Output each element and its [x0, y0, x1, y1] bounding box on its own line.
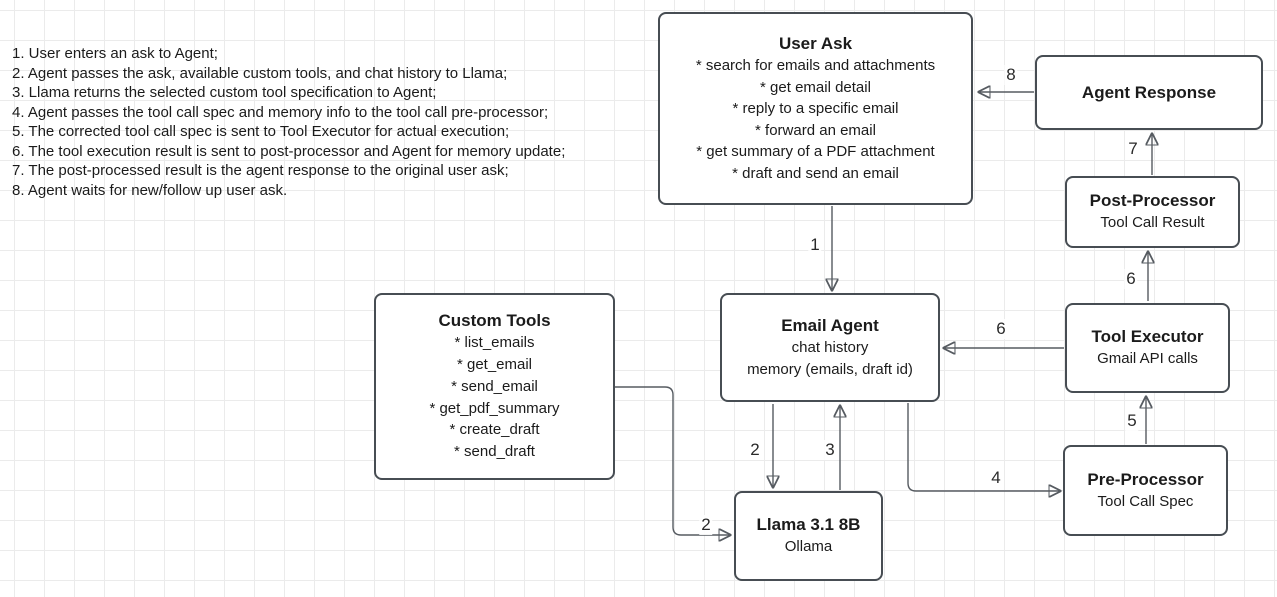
edge-label-3: 3 — [823, 440, 837, 460]
user-ask-item: * reply to a specific email — [732, 100, 899, 117]
node-title: Post-Processor — [1089, 191, 1216, 211]
edge-label-7: 7 — [1126, 139, 1140, 159]
edge-label-2-tools-llama: 2 — [699, 515, 713, 535]
custom-tools-item: * send_draft — [454, 442, 535, 460]
note-line-2: 2. Agent passes the ask, available custo… — [12, 64, 508, 82]
node-pre-processor[interactable]: Pre-Processor Tool Call Spec — [1063, 445, 1228, 536]
node-agent-response[interactable]: Agent Response — [1035, 55, 1263, 130]
custom-tools-item: * get_pdf_summary — [429, 399, 560, 417]
custom-tools-item: * send_email — [451, 377, 538, 395]
node-subtitle: Gmail API calls — [1097, 350, 1198, 368]
node-subtitle: Tool Call Spec — [1097, 492, 1194, 510]
node-llama[interactable]: Llama 3.1 8B Ollama — [734, 491, 883, 581]
edge-label-1: 1 — [808, 235, 822, 255]
node-email-agent[interactable]: Email Agent chat history memory (emails,… — [720, 293, 940, 402]
note-line-5: 5. The corrected tool call spec is sent … — [12, 123, 510, 140]
custom-tools-item: * list_emails — [454, 334, 535, 352]
node-subtitle: Tool Call Result — [1100, 214, 1205, 232]
node-subtitle: Ollama — [784, 538, 833, 556]
node-tool-executor[interactable]: Tool Executor Gmail API calls — [1065, 303, 1230, 393]
note-line-8: 8. Agent waits for new/follow up user as… — [12, 181, 288, 199]
email-agent-line: memory (emails, draft id) — [747, 360, 913, 378]
node-user-ask[interactable]: User Ask * search for emails and attachm… — [658, 12, 973, 205]
note-line-1: 1. User enters an ask to Agent; — [12, 45, 218, 62]
user-ask-item: * get email detail — [760, 78, 871, 96]
edge-label-2-agent-llama: 2 — [748, 440, 762, 460]
node-title: Email Agent — [781, 315, 879, 335]
custom-tools-item: * get_email — [456, 356, 533, 374]
edge-label-4: 4 — [989, 468, 1003, 488]
process-notes: 1. User enters an ask to Agent; 2. Agent… — [12, 44, 565, 200]
edge-2-tools-to-llama[interactable] — [615, 386, 730, 535]
edge-label-6-agent: 6 — [994, 319, 1008, 339]
edge-label-5: 5 — [1125, 411, 1139, 431]
user-ask-item: * search for emails and attachments — [695, 57, 936, 74]
node-title: Pre-Processor — [1087, 469, 1204, 489]
note-line-6: 6. The tool execution result is sent to … — [12, 142, 566, 160]
email-agent-line: chat history — [791, 338, 869, 356]
user-ask-item: * forward an email — [755, 121, 876, 139]
edge-4-agent-to-preprocessor[interactable] — [907, 403, 1060, 491]
note-line-7: 7. The post-processed result is the agen… — [12, 162, 509, 179]
edge-label-6-post: 6 — [1124, 269, 1138, 289]
node-title: Custom Tools — [438, 311, 551, 331]
node-custom-tools[interactable]: Custom Tools * list_emails * get_email *… — [374, 293, 615, 480]
user-ask-item: * get summary of a PDF attachment — [696, 143, 935, 160]
edge-label-8: 8 — [1004, 65, 1018, 85]
node-title: Tool Executor — [1091, 327, 1204, 347]
node-title: Agent Response — [1081, 82, 1217, 102]
note-line-4: 4. Agent passes the tool call spec and m… — [12, 103, 549, 121]
node-title: User Ask — [778, 34, 853, 53]
node-title: Llama 3.1 8B — [756, 515, 861, 535]
node-post-processor[interactable]: Post-Processor Tool Call Result — [1065, 176, 1240, 248]
custom-tools-item: * create_draft — [449, 421, 540, 439]
user-ask-item: * draft and send an email — [732, 164, 899, 182]
note-line-3: 3. Llama returns the selected custom too… — [12, 84, 437, 101]
